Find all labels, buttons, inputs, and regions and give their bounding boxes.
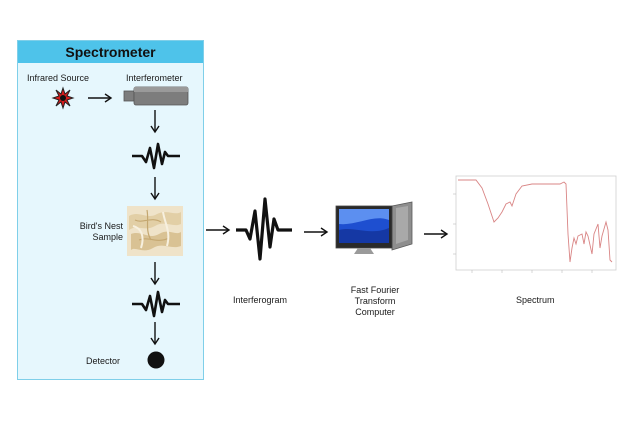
arrow-down-icon xyxy=(150,262,160,286)
spectrum-trace xyxy=(458,179,613,263)
interferogram-wave-icon xyxy=(236,197,292,261)
arrow-down-icon xyxy=(150,110,160,134)
sample-label: Bird's Nest Sample xyxy=(78,221,123,243)
arrow-down-icon xyxy=(150,322,160,346)
spectrometer-title: Spectrometer xyxy=(18,41,203,63)
arrow-down-icon xyxy=(150,177,160,201)
signal-wave-icon xyxy=(132,142,180,170)
sample-label-line2: Sample xyxy=(92,232,123,242)
sample-photo xyxy=(127,206,183,256)
detector-icon xyxy=(147,351,165,369)
arrow-right-icon xyxy=(424,229,449,239)
arrow-right-icon xyxy=(206,225,231,235)
arrow-right-icon xyxy=(304,227,329,237)
detector-label: Detector xyxy=(86,356,121,366)
starburst-icon xyxy=(51,86,75,110)
interferogram-label: Interferogram xyxy=(233,295,288,305)
fft-computer-label: Fast Fourier Transform Computer xyxy=(342,285,408,318)
interferometer-icon xyxy=(123,86,189,106)
fft-label-line2: Transform xyxy=(354,296,396,306)
infrared-source-label: Infrared Source xyxy=(27,73,90,83)
computer-icon xyxy=(335,201,413,254)
fft-label-line1: Fast Fourier xyxy=(350,285,400,295)
spectrum-plot xyxy=(453,175,617,273)
arrow-right-icon xyxy=(88,93,113,103)
sample-label-line1: Bird's Nest xyxy=(79,221,123,231)
fft-label-line3: Computer xyxy=(355,307,395,317)
interferometer-label: Interferometer xyxy=(126,73,183,83)
spectrum-label: Spectrum xyxy=(516,295,555,305)
signal-wave-icon xyxy=(132,290,180,318)
